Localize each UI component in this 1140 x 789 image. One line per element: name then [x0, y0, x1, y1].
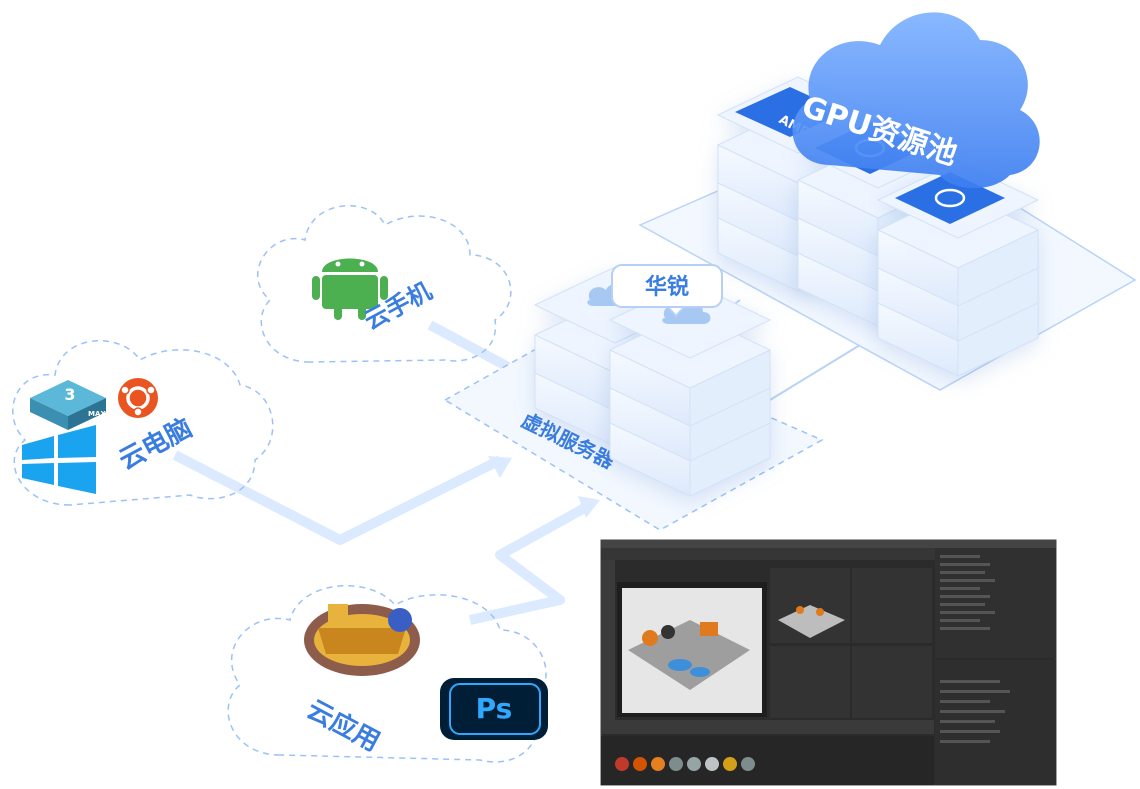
- cloud-phone-group: 云手机: [257, 204, 512, 363]
- cloud-pc-label: 云电脑: [114, 413, 197, 476]
- huarui-label: 华锐: [645, 274, 689, 300]
- ubuntu-icon: [118, 378, 158, 418]
- gpu-server-nvidia-2: [876, 161, 1040, 377]
- svg-text:MAX: MAX: [88, 410, 106, 418]
- virtual-server-front: [608, 281, 772, 497]
- cloud-outline: [257, 204, 512, 363]
- software-screenshot: [600, 539, 1057, 786]
- link-gpu-2: [769, 344, 861, 401]
- game-logo-icon: [304, 604, 420, 676]
- svg-text:Ps: Ps: [476, 692, 513, 725]
- photoshop-icon: Ps: [440, 678, 548, 740]
- cloud-icon: [792, 12, 1040, 189]
- cloud-outline: [12, 339, 274, 506]
- gpu-pool-cloud: GPU资源池: [792, 12, 1040, 189]
- android-icon: [312, 258, 388, 320]
- flow-arrow-cloud-pc: [488, 456, 512, 478]
- connectors: [172, 299, 861, 625]
- 3dsmax-icon: 3 MAX: [30, 380, 106, 430]
- flow-line-cloud-pc: [172, 450, 503, 545]
- cloud-app-label: 云应用: [302, 694, 385, 758]
- huarui-tag: 华锐: [611, 264, 723, 318]
- flow-line-cloud-app: [468, 500, 593, 625]
- windows-icon: [22, 425, 96, 494]
- svg-text:3: 3: [64, 385, 75, 404]
- flow-line-cloud-phone: [427, 320, 513, 373]
- flow-arrow-cloud-app: [578, 496, 600, 518]
